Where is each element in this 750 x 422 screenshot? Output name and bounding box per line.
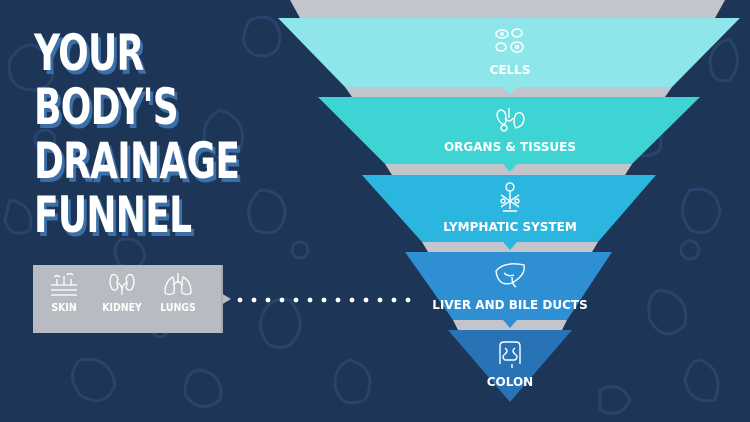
title-line: DRAINAGE	[34, 132, 240, 190]
lymphatic-icon	[500, 182, 520, 212]
funnel-stage-liver	[405, 252, 612, 320]
funnel-stage-cells	[278, 18, 740, 87]
skin-icon	[51, 272, 77, 296]
title-line: BODY'S	[34, 78, 179, 136]
funnel-stage-colon	[448, 330, 572, 402]
stage-label-lymphatic: LYMPHATIC SYSTEM	[443, 220, 577, 234]
side-box-pointer	[207, 265, 231, 333]
stage-label-liver: LIVER AND BILE DUCTS	[432, 298, 588, 312]
title-line: YOUR	[34, 24, 144, 82]
liver-icon	[495, 263, 525, 288]
title-line: FUNNEL	[34, 186, 192, 244]
funnel-connector	[290, 0, 725, 18]
side-label-lungs: LUNGS	[160, 301, 196, 314]
dotted-connector	[237, 297, 411, 303]
funnel-stage-organs	[318, 97, 700, 164]
side-item-kidney: KIDNEY	[95, 271, 149, 314]
side-label-skin: SKIN	[51, 301, 77, 314]
colon-icon	[499, 341, 521, 368]
secondary-elimination-box: SKIN KIDNEY LUNGS	[33, 265, 207, 333]
funnel-stage-lymphatic	[362, 175, 656, 242]
lungs-icon	[164, 273, 192, 296]
side-item-skin: SKIN	[41, 271, 87, 314]
side-item-lungs: LUNGS	[153, 271, 203, 314]
page-title: YOUR BODY'S DRAINAGE FUNNEL	[34, 24, 240, 244]
cells-icon	[495, 28, 524, 53]
kidney-icon	[109, 273, 135, 295]
stage-label-colon: COLON	[486, 375, 534, 389]
stage-label-cells: CELLS	[489, 63, 531, 77]
stage-label-organs: ORGANS & TISSUES	[443, 140, 577, 154]
organs-icon	[496, 108, 525, 132]
side-label-kidney: KIDNEY	[102, 301, 142, 314]
